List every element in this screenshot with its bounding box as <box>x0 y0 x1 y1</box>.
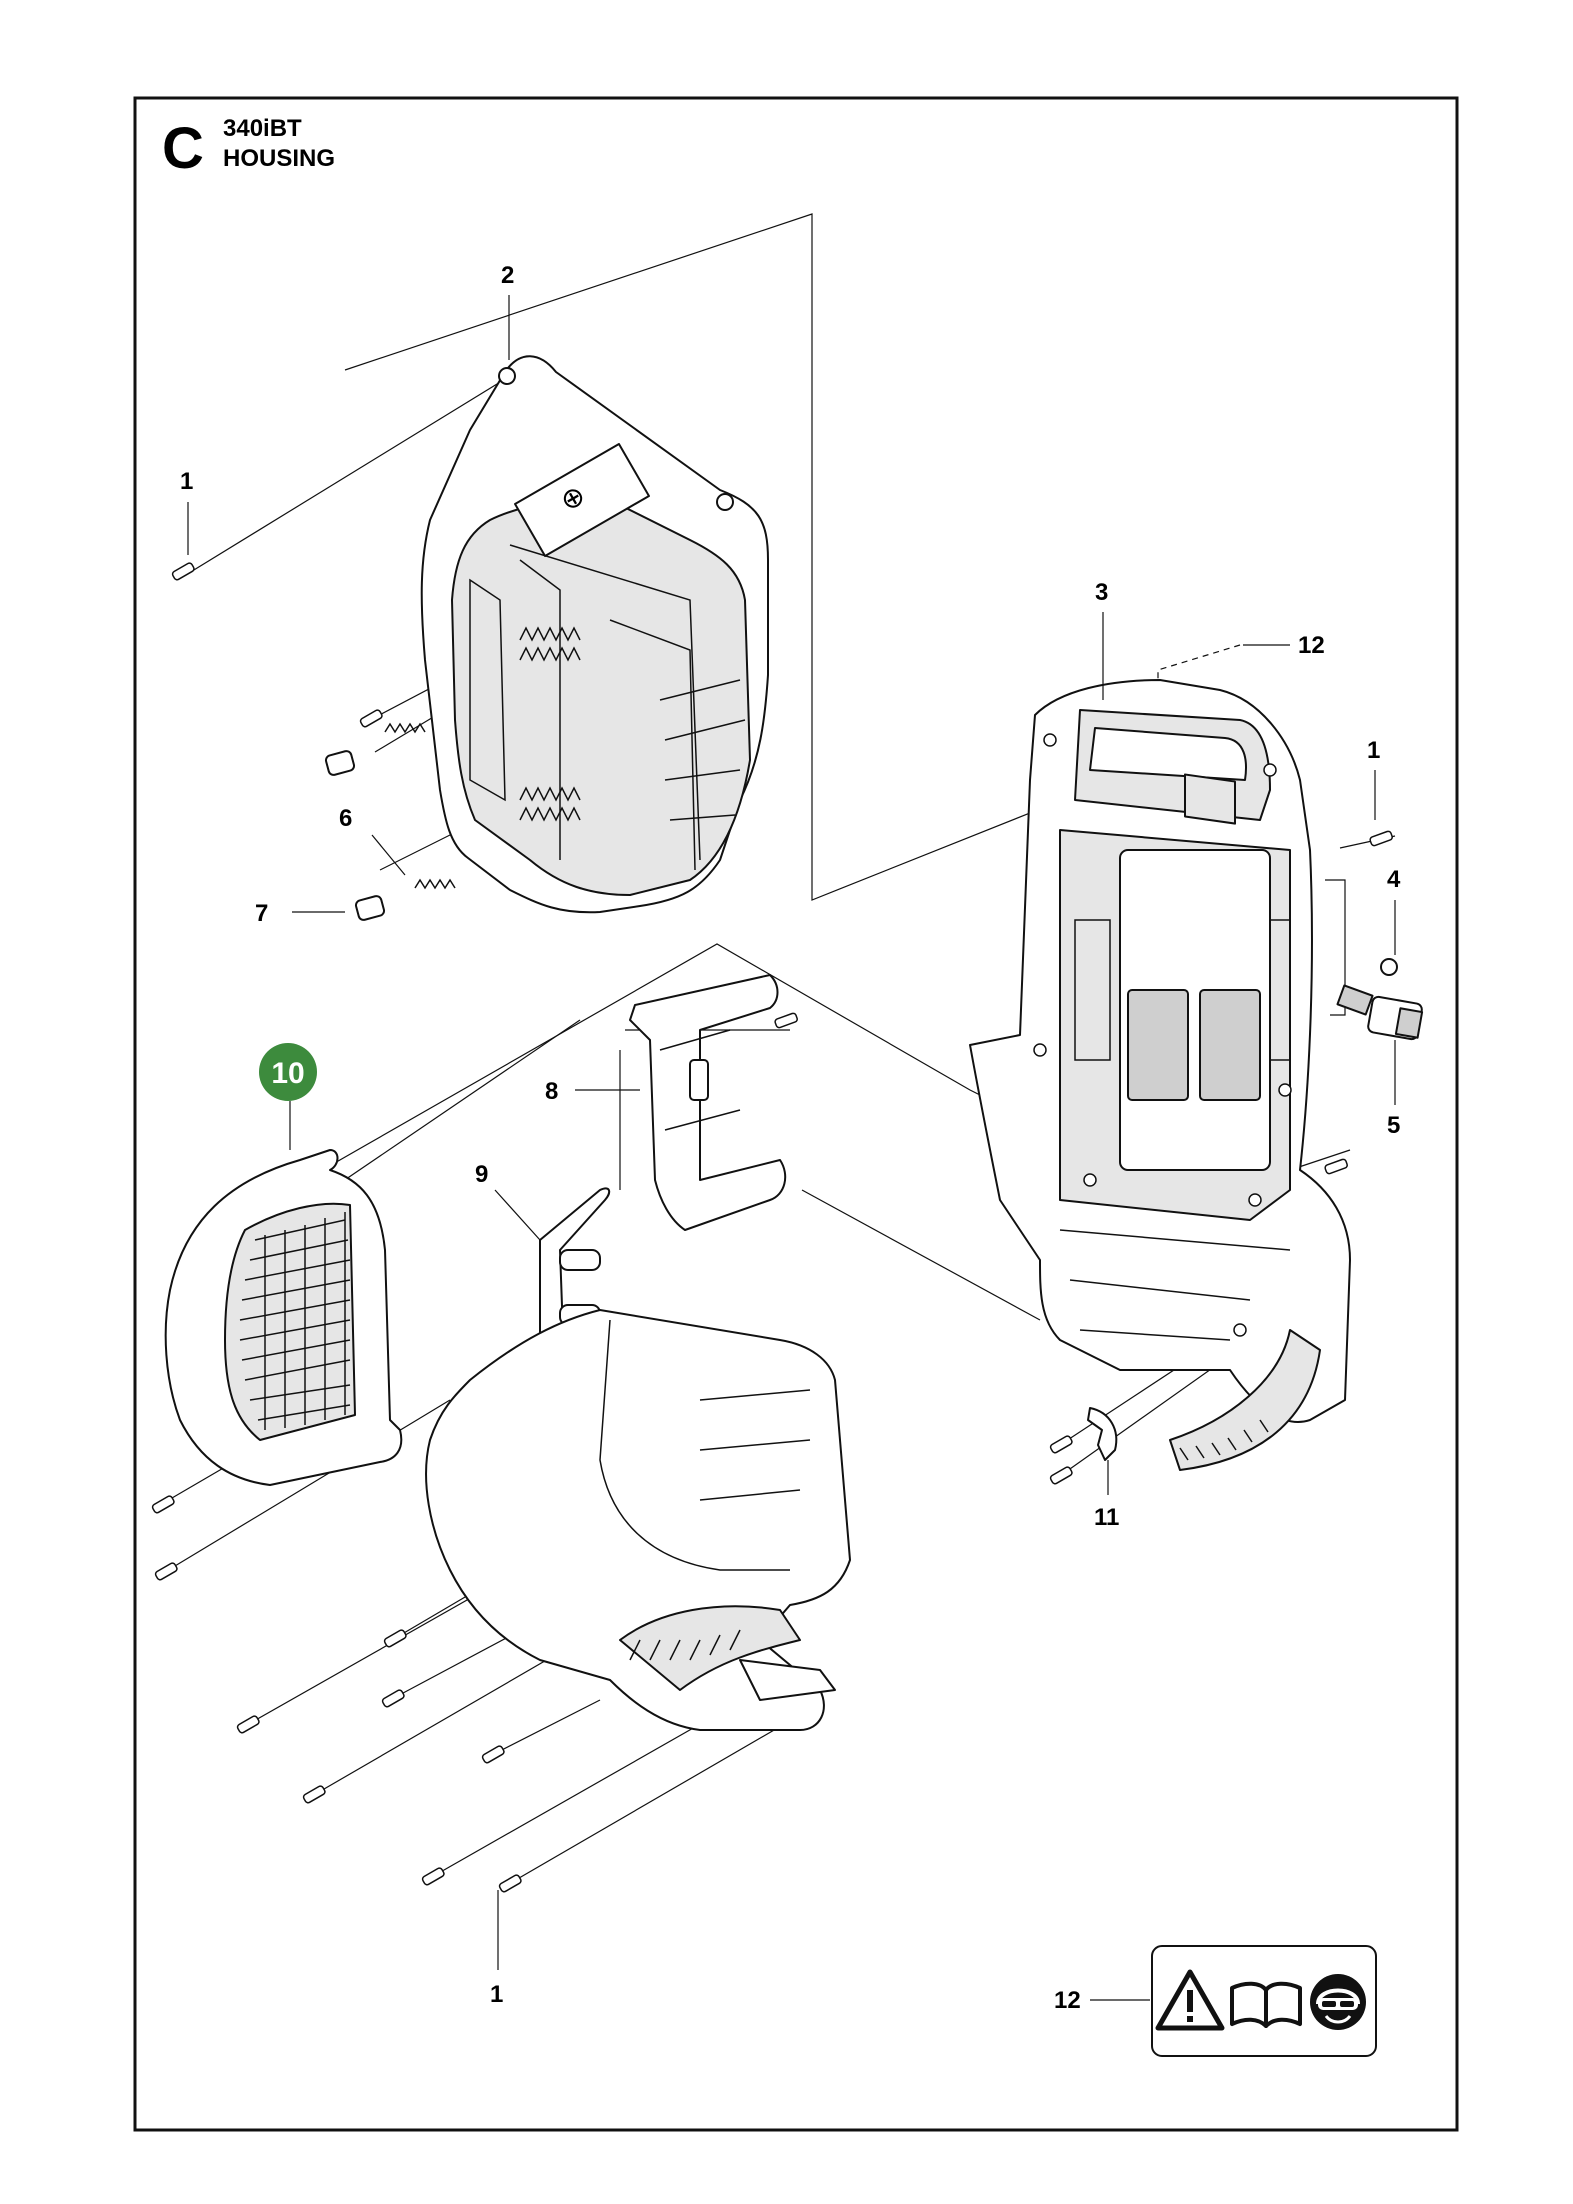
callout-10: 10 <box>271 1057 304 1090</box>
cover-springs <box>519 626 581 822</box>
callout-12-symbols: 12 <box>1054 1987 1081 2014</box>
callout-2: 2 <box>501 262 514 289</box>
warning-triangle-icon <box>1155 1969 1225 2031</box>
plug-part-7 <box>324 750 386 921</box>
callout-leaders <box>187 295 1396 2001</box>
callout-6: 6 <box>339 805 352 832</box>
callout-1-right: 1 <box>1367 737 1380 764</box>
blower-housing <box>425 1309 851 1731</box>
callout-5: 5 <box>1387 1112 1400 1139</box>
section-title: HOUSING <box>223 145 335 172</box>
back-plate-holes <box>1033 733 1292 1337</box>
spring-part-6 <box>384 722 456 890</box>
grille-cover-part-10 <box>164 1149 403 1486</box>
model-name: 340iBT <box>223 115 302 142</box>
eye-ear-protection-icon <box>1310 1974 1366 2030</box>
back-plate-part-3 <box>969 679 1351 1471</box>
callout-10-badge: 10 <box>259 1043 317 1101</box>
section-header: C 340iBT HOUSING <box>162 115 335 181</box>
callout-12-label: 12 <box>1298 632 1325 659</box>
label-decal-12 <box>1184 773 1236 825</box>
bracket-part-8 <box>629 974 787 1231</box>
callout-1-top: 1 <box>180 468 193 495</box>
top-cover-part-2: ⊕ <box>420 355 769 914</box>
rivet-part-4 <box>1380 958 1398 976</box>
grille-pattern <box>239 1212 351 1430</box>
callout-7: 7 <box>255 900 268 927</box>
callout-4: 4 <box>1387 866 1401 893</box>
read-manual-icon <box>1230 1981 1302 2028</box>
callout-8: 8 <box>545 1078 558 1105</box>
page-frame <box>133 96 1459 2132</box>
callout-9: 9 <box>475 1161 488 1188</box>
callout-3: 3 <box>1095 579 1108 606</box>
callout-1-bottom: 1 <box>490 1981 503 2008</box>
screws-part-1 <box>151 562 1393 1893</box>
safety-label-box <box>1151 1945 1377 2057</box>
callout-10-circle <box>259 1043 317 1101</box>
section-letter: C <box>162 116 204 181</box>
callout-11: 11 <box>1094 1504 1119 1531</box>
clip-part-11 <box>1087 1407 1118 1461</box>
buckle-part-5 <box>1336 984 1424 1041</box>
callout-labels: 1 2 3 12 1 4 5 6 7 8 9 11 1 12 <box>180 262 1401 2014</box>
